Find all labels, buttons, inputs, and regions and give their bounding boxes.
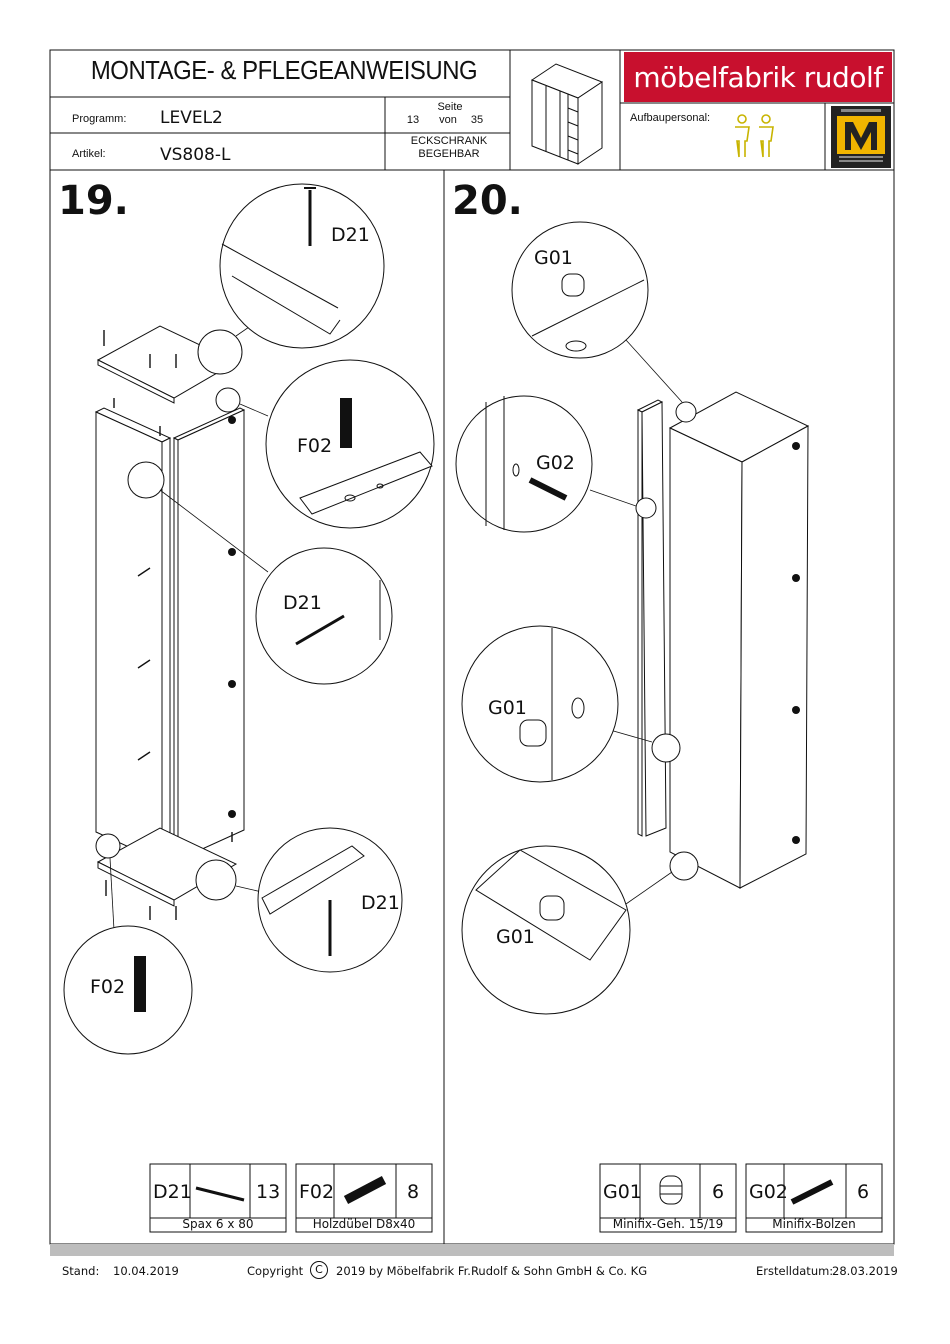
callout-d21-middle: D21 bbox=[283, 592, 322, 614]
callout-f02-top: F02 bbox=[297, 435, 333, 457]
article-value: VS808-L bbox=[160, 145, 231, 165]
part-qty-g02: 6 bbox=[857, 1181, 870, 1203]
part-name-g02: Minifix-Bolzen bbox=[772, 1217, 856, 1231]
page-of: von bbox=[439, 114, 457, 126]
product-line-1: ECKSCHRANK bbox=[410, 135, 488, 147]
page-label: Seite bbox=[437, 101, 463, 113]
callout-d21-top: D21 bbox=[331, 224, 370, 246]
stand-label: Stand: bbox=[62, 1264, 100, 1278]
created-date: 28.03.2019 bbox=[832, 1264, 898, 1278]
cam-lock-icon bbox=[659, 1175, 683, 1205]
part-name-f02: Holzdübel D8x40 bbox=[312, 1217, 416, 1231]
staff-label: Aufbaupersonal: bbox=[630, 112, 711, 124]
quality-seal-icon bbox=[831, 106, 891, 168]
cam-bolt-icon bbox=[790, 1179, 834, 1205]
copyright-label: Copyright bbox=[247, 1264, 304, 1278]
stand-date: 10.04.2019 bbox=[113, 1264, 179, 1278]
step-19-illustration bbox=[63, 183, 435, 1055]
two-person-icon bbox=[735, 114, 774, 158]
footer-divider-bar bbox=[50, 1244, 894, 1256]
callout-g01-top: G01 bbox=[534, 247, 573, 269]
part-code-g02: G02 bbox=[749, 1181, 788, 1203]
callout-d21-bottom: D21 bbox=[361, 892, 400, 914]
page-total: 35 bbox=[470, 114, 484, 126]
page-current: 13 bbox=[406, 114, 420, 126]
document-title: MONTAGE- & PFLEGEANWEISUNG bbox=[90, 55, 478, 85]
part-code-f02: F02 bbox=[299, 1181, 335, 1203]
part-code-g01: G01 bbox=[603, 1181, 642, 1203]
part-name-d21: Spax 6 x 80 bbox=[182, 1217, 254, 1231]
brand-logo: möbelfabrik rudolf bbox=[624, 52, 892, 102]
callout-f02-bottom: F02 bbox=[90, 976, 126, 998]
step-number-20: 20. bbox=[452, 178, 523, 224]
product-line-2: BEGEHBAR bbox=[418, 148, 480, 160]
part-code-d21: D21 bbox=[153, 1181, 192, 1203]
callout-g01-bottom: G01 bbox=[496, 926, 535, 948]
program-label: Programm: bbox=[72, 113, 127, 125]
callout-g02: G02 bbox=[536, 452, 575, 474]
dowel-icon bbox=[343, 1176, 387, 1204]
part-name-g01: Minifix-Geh. 15/19 bbox=[612, 1217, 724, 1231]
program-value: LEVEL2 bbox=[160, 108, 223, 128]
product-thumbnail-icon bbox=[530, 63, 604, 165]
step-number-19: 19. bbox=[58, 178, 129, 224]
part-qty-f02: 8 bbox=[407, 1181, 420, 1203]
step-20-illustration bbox=[455, 221, 810, 1015]
copyright-symbol-icon: C bbox=[310, 1261, 328, 1279]
part-qty-g01: 6 bbox=[712, 1181, 725, 1203]
article-label: Artikel: bbox=[72, 148, 106, 160]
created-label: Erstelldatum: bbox=[756, 1264, 834, 1278]
part-qty-d21: 13 bbox=[256, 1181, 281, 1203]
callout-g01-middle: G01 bbox=[488, 697, 527, 719]
copyright-text: 2019 by Möbelfabrik Fr.Rudolf & Sohn Gmb… bbox=[336, 1264, 648, 1278]
screw-icon bbox=[195, 1186, 245, 1202]
